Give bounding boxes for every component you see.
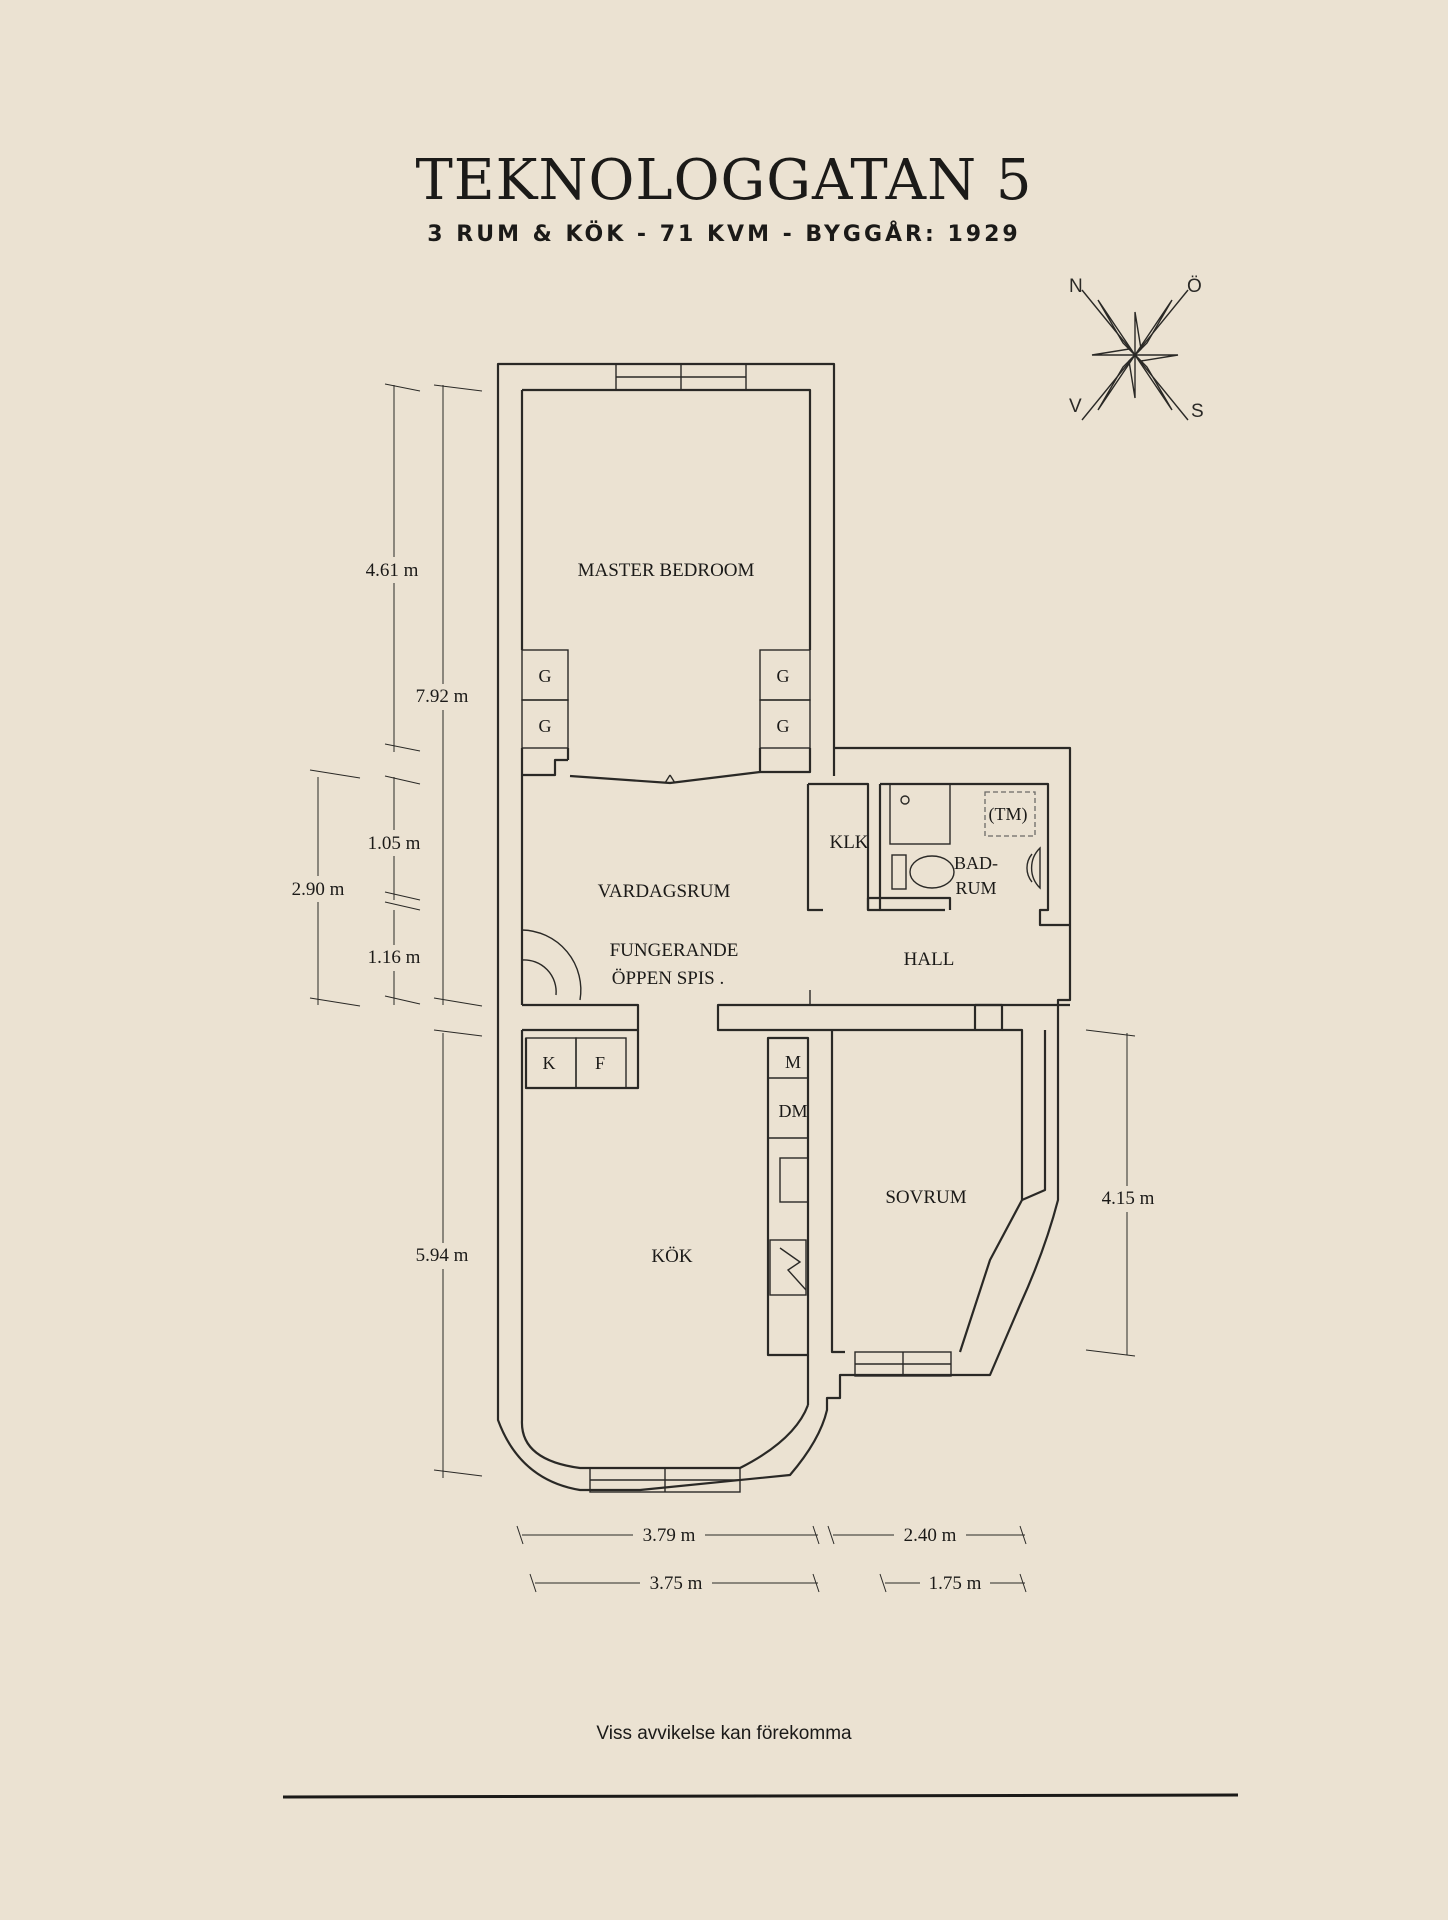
- fixture-g4-label: G: [777, 716, 790, 736]
- room-klk: KLK: [829, 832, 868, 853]
- fireplace-label-1: FUNGERANDE: [610, 940, 739, 961]
- dim-1-75: 1.75 m: [929, 1573, 982, 1594]
- toilet: [909, 855, 955, 889]
- outer-wall: [496, 362, 1072, 1492]
- compass-west: V: [1069, 396, 1082, 417]
- room-kok: KÖK: [651, 1246, 692, 1267]
- fixture-g1-label: G: [539, 666, 552, 686]
- page-subtitle: 3 RUM & KÖK - 71 KVM - BYGGÅR: 1929: [427, 222, 1021, 247]
- room-badrum-2: RUM: [955, 878, 996, 898]
- fireplace-label-2: ÖPPEN SPIS .: [612, 968, 724, 989]
- dim-2-90: 2.90 m: [292, 879, 345, 900]
- sink: [1030, 846, 1041, 890]
- fixture-dm-label: DM: [778, 1101, 807, 1121]
- dimension-labels: 4.61 m 7.92 m 1.05 m 2.90 m 1.16 m 5.94 …: [283, 557, 1161, 1596]
- room-sovrum: SOVRUM: [885, 1187, 966, 1208]
- fixture-k-label: K: [543, 1053, 556, 1073]
- kitchen-sink: [779, 1157, 809, 1203]
- compass-south: S: [1191, 401, 1204, 422]
- wardrobe-g4: [759, 699, 811, 749]
- fixture-g2-label: G: [539, 716, 552, 736]
- dim-2-40: 2.40 m: [904, 1525, 957, 1546]
- fixture-m-label: M: [785, 1052, 801, 1072]
- fixture-g3-label: G: [777, 666, 790, 686]
- compass-rose: N Ö V S: [1069, 276, 1204, 422]
- dim-1-16: 1.16 m: [368, 947, 421, 968]
- dim-5-94: 5.94 m: [416, 1245, 469, 1266]
- compass-east: Ö: [1187, 276, 1202, 297]
- wardrobe-g2: [521, 699, 569, 749]
- shower: [889, 783, 951, 845]
- compass-north: N: [1069, 276, 1083, 297]
- dim-4-61: 4.61 m: [366, 560, 419, 581]
- footer-note: Viss avvikelse kan förekomma: [596, 1723, 852, 1744]
- fixture-f-label: F: [595, 1053, 605, 1073]
- walls: [496, 362, 1072, 1493]
- washing-machine-box: [984, 791, 1036, 837]
- dim-3-79: 3.79 m: [643, 1525, 696, 1546]
- fireplace: [521, 929, 582, 1001]
- stove: [769, 1239, 807, 1296]
- room-master-bedroom: MASTER BEDROOM: [578, 560, 755, 581]
- room-hall: HALL: [904, 949, 955, 970]
- footer-divider: [282, 1793, 1239, 1799]
- dim-7-92: 7.92 m: [416, 686, 469, 707]
- room-badrum-1: BAD-: [954, 853, 998, 873]
- dim-3-75: 3.75 m: [650, 1573, 703, 1594]
- page-title: TEKNOLOGGATAN 5: [415, 148, 1033, 213]
- room-vardagsrum: VARDAGSRUM: [598, 881, 731, 902]
- dim-4-15: 4.15 m: [1102, 1188, 1155, 1209]
- dim-1-05: 1.05 m: [368, 833, 421, 854]
- washing-machine-label: (TM): [989, 804, 1028, 825]
